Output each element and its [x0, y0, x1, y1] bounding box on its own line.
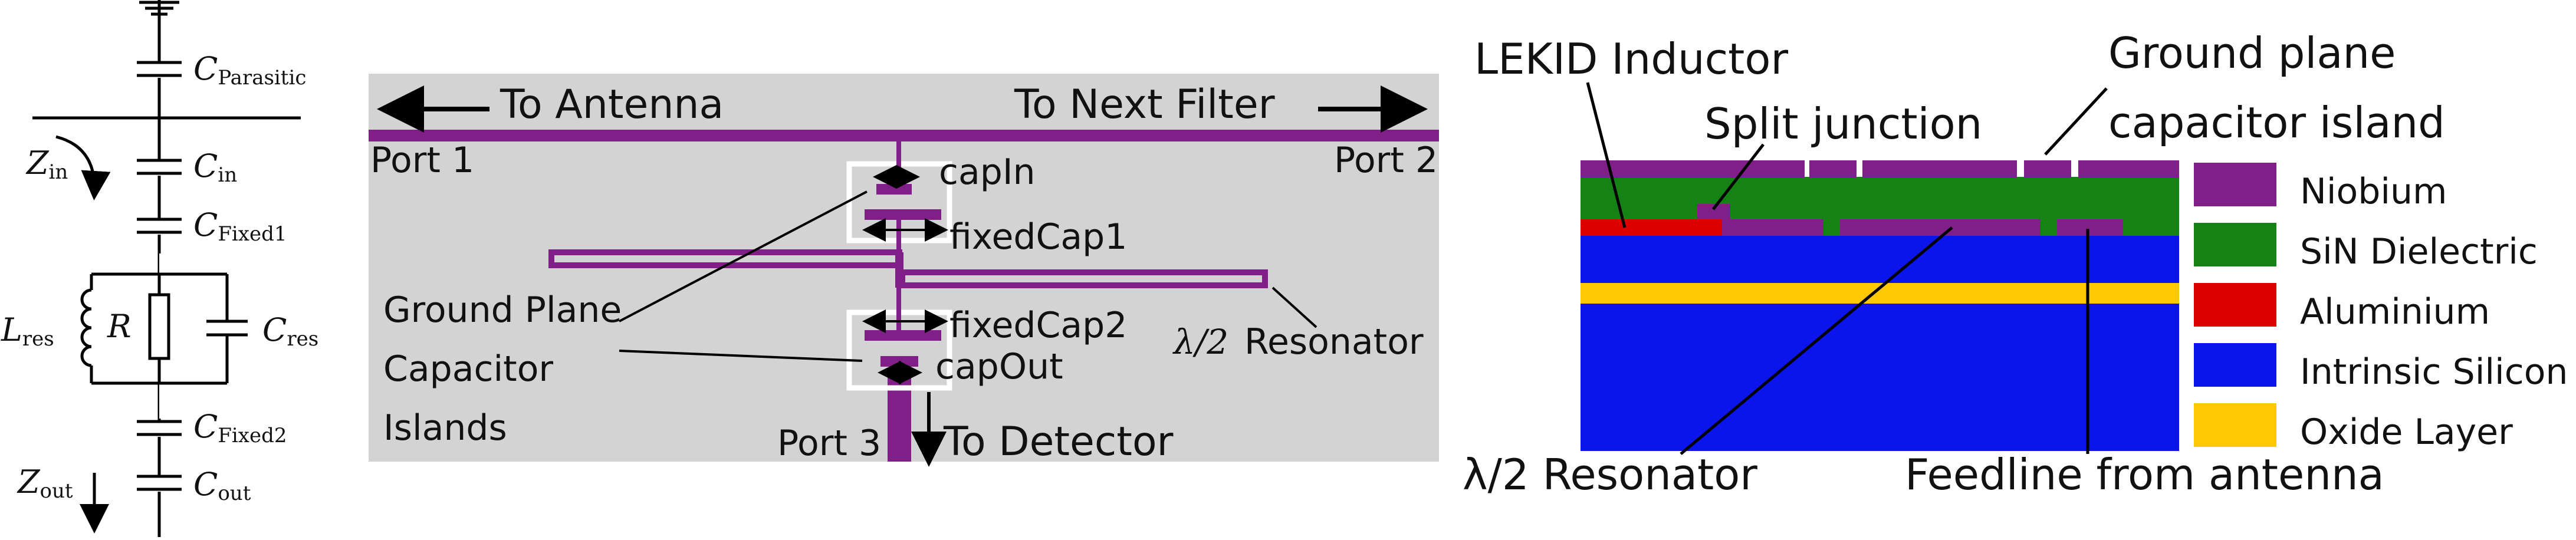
circuit-labels: CParasitic Cin CFixed1 Lres R Cres CFixe… — [1, 50, 318, 505]
resonator-label: Resonator — [1244, 321, 1424, 363]
legend: Niobium SiN Dielectric Aluminium Intrins… — [2194, 163, 2568, 453]
aluminium-layer — [1581, 219, 1722, 236]
nb-buried-seg1 — [1722, 219, 1823, 236]
cap-arrows — [862, 165, 948, 384]
ground-plane-label-1: Ground Plane — [383, 289, 622, 331]
split-junction-label: Split junction — [1704, 99, 1982, 149]
nb-top-seg5 — [2078, 160, 2179, 178]
feedline — [369, 130, 1439, 141]
legend-label-aluminium: Aluminium — [2300, 291, 2490, 332]
legend-swatch-oxide — [2194, 403, 2276, 447]
crosssection-leaders — [1586, 82, 2108, 455]
port3-label: Port 3 — [777, 423, 881, 464]
layout-labels: To Antenna To Next Filter Port 1 Port 2 … — [370, 81, 1438, 465]
fixed-cap1-plate — [865, 209, 941, 220]
fixed-cap2-plate — [865, 330, 941, 341]
cap-out-plate — [880, 356, 918, 367]
c-fixed1-label: CFixed1 — [193, 206, 287, 246]
c-res-label: Cres — [262, 311, 318, 351]
to-antenna-label: To Antenna — [500, 81, 724, 128]
nb-top-seg4 — [2024, 160, 2071, 178]
feedline-label: Feedline from antenna — [1905, 450, 2384, 499]
ground-plane-label-2: Capacitor — [383, 348, 553, 390]
port2-label: Port 2 — [1334, 140, 1438, 181]
cap-in-plate — [876, 184, 912, 195]
legend-swatch-sin — [2194, 223, 2276, 266]
ground-plane-island-label-2: capacitor island — [2108, 98, 2445, 147]
port1-label: Port 1 — [370, 140, 474, 181]
resonator-lambda-label: λ/2 — [1172, 322, 1228, 362]
inductor-symbol — [80, 288, 92, 367]
to-next-filter-label: To Next Filter — [1014, 81, 1275, 128]
c-fixed2-label: CFixed2 — [193, 408, 287, 447]
layout-panel — [369, 74, 1439, 467]
z-in-label: Zin — [25, 144, 68, 184]
legend-label-oxide: Oxide Layer — [2300, 411, 2513, 453]
nb-feedline-seg — [2057, 219, 2123, 236]
leader-lines — [619, 190, 1317, 362]
cap-in-label: capIn — [939, 152, 1036, 193]
legend-swatch-niobium — [2194, 163, 2276, 206]
circuit-panel — [32, 0, 301, 537]
z-out-label: Zout — [17, 463, 73, 503]
legend-label-silicon: Intrinsic Silicon — [2300, 351, 2568, 393]
half-wave-resonator-label: λ/2 Resonator — [1463, 450, 1757, 499]
legend-swatch-aluminium — [2194, 283, 2276, 327]
fixed-cap2-label: fixedCap2 — [949, 305, 1127, 346]
lekid-inductor-label: LEKID Inductor — [1474, 34, 1788, 84]
to-detector-label: To Detector — [943, 419, 1174, 465]
c-parasitic-label: CParasitic — [193, 50, 306, 90]
ground-plane-label-3: Islands — [383, 407, 507, 449]
ground-plane-island-label-1: Ground plane — [2108, 28, 2396, 78]
c-in-label: Cin — [193, 147, 237, 187]
fixed-cap1-label: fixedCap1 — [949, 216, 1127, 258]
legend-swatch-silicon — [2194, 343, 2276, 387]
direction-arrows — [377, 85, 1428, 467]
l-res-label: Lres — [1, 311, 54, 351]
z-in-arrow — [55, 135, 111, 200]
nb-top-seg1 — [1581, 160, 1805, 178]
nb-buried-seg2 — [1840, 219, 2041, 236]
legend-label-sin: SiN Dielectric — [2300, 231, 2538, 272]
crosssection-panel: Niobium SiN Dielectric Aluminium Intrins… — [1581, 82, 2568, 455]
crosssection-labels: LEKID Inductor Split junction Ground pla… — [1463, 28, 2445, 499]
c-out-label: Cout — [193, 466, 251, 505]
nb-top-seg2 — [1809, 160, 1857, 178]
r-label: R — [107, 308, 132, 345]
cap-out-label: capOut — [935, 346, 1063, 387]
port3-line — [888, 368, 911, 462]
silicon-layer — [1581, 236, 2179, 451]
nb-top-seg3 — [1862, 160, 2017, 178]
resistor-symbol — [148, 293, 170, 360]
legend-label-niobium: Niobium — [2300, 171, 2447, 212]
